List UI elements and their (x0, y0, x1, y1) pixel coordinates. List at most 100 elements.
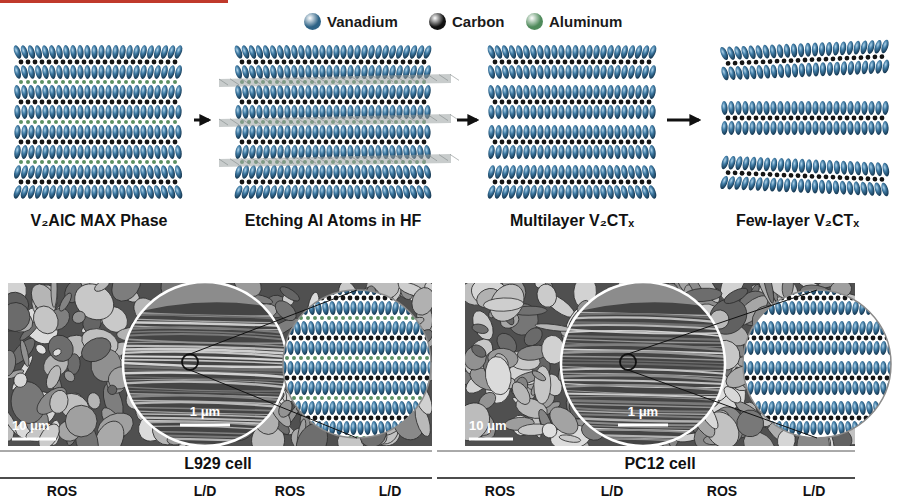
vanadium-atom (312, 45, 319, 59)
vanadium-atom (868, 162, 876, 177)
carbon-atom (824, 116, 829, 121)
carbon-atom (789, 58, 794, 63)
vanadium-atom (70, 165, 77, 179)
vanadium-atom (234, 64, 244, 79)
hf-sheet (274, 118, 283, 124)
vanadium-atom (649, 105, 656, 119)
vanadium-atom (579, 85, 585, 99)
hf-sheet (285, 78, 294, 84)
vanadium-atom (854, 101, 861, 115)
vanadium-atom (153, 44, 163, 59)
vanadium-atom (565, 145, 571, 159)
carbon-atom (401, 140, 406, 145)
carbon-atom (837, 56, 842, 61)
vanadium-atom (84, 65, 91, 79)
vanadium-atom (333, 165, 339, 179)
vanadium-atom (396, 85, 404, 100)
carbon-atom (247, 60, 252, 65)
carbon-atom (131, 140, 136, 145)
vanadium-atom (868, 101, 875, 115)
hf-sheet (362, 76, 371, 82)
vanadium-atom (529, 185, 538, 200)
hf-sheet (241, 159, 250, 165)
aluminum-atom (131, 120, 135, 124)
vanadium-atom (515, 44, 524, 59)
vanadium-atom (530, 105, 537, 119)
vanadium-atom (77, 165, 84, 179)
carbon-atom (549, 140, 554, 145)
vanadium-atom (284, 165, 292, 180)
carbon-atom (324, 60, 329, 65)
carbon-atom (40, 140, 45, 145)
vanadium-atom (34, 165, 43, 180)
carbon-atom (612, 140, 617, 145)
vanadium-atom (551, 85, 558, 99)
vanadium-atom (635, 85, 643, 100)
carbon-atom (138, 60, 143, 65)
carbon-atom (352, 100, 357, 105)
vanadium-atom (648, 164, 658, 179)
carbon-atom (359, 140, 364, 145)
vanadium-atom (784, 63, 792, 78)
vanadium-atom (586, 185, 593, 199)
vanadium-atom (319, 185, 326, 199)
vanadium-atom (866, 181, 875, 196)
hf-sheet (351, 116, 360, 122)
vanadium-atom (63, 65, 71, 80)
vanadium-atom (63, 105, 69, 119)
vanadium-atom (812, 121, 818, 135)
carbon-atom (640, 180, 645, 185)
carbon-atom (612, 180, 617, 185)
carbon-atom (726, 170, 731, 175)
carbon-atom (166, 100, 171, 105)
vanadium-atom (551, 45, 558, 59)
vanadium-atom (105, 45, 112, 59)
vanadium-atom (70, 125, 76, 139)
aluminum-atom (152, 160, 156, 164)
vanadium-atom (647, 184, 658, 199)
vanadium-atom (422, 184, 433, 199)
carbon-atom (289, 140, 294, 145)
hf-sheet (329, 157, 338, 163)
vanadium-atom (146, 65, 155, 80)
vanadium-atom (749, 156, 758, 171)
carbon-atom (310, 60, 315, 65)
carbon-atom (782, 116, 787, 121)
vanadium-atom (628, 125, 635, 139)
carbon-atom (584, 140, 589, 145)
sem-micrograph (77, 333, 115, 367)
vanadium-atom (819, 180, 826, 194)
vanadium-atom (298, 185, 306, 200)
vanadium-atom (606, 185, 615, 200)
vanadium-atom (13, 64, 23, 79)
carbon-atom (872, 54, 877, 59)
vanadium-atom (35, 85, 43, 100)
carbon-atom (103, 60, 108, 65)
vanadium-atom (277, 125, 284, 139)
vanadium-atom (770, 101, 777, 115)
carbon-atom (352, 60, 357, 65)
vanadium-atom (98, 185, 104, 199)
hf-sheet (230, 79, 239, 85)
vanadium-atom (861, 101, 868, 115)
vanadium-atom (361, 85, 368, 99)
vanadium-atom (756, 157, 765, 172)
vanadium-atom (740, 176, 750, 191)
carbon-atom (633, 180, 638, 185)
carbon-atom (145, 140, 150, 145)
hf-sheet (329, 117, 338, 123)
vanadium-atom (146, 184, 155, 199)
vanadium-atom (262, 44, 272, 59)
vanadium-atom (502, 145, 510, 160)
vanadium-atom (255, 184, 265, 199)
vanadium-atom (833, 160, 840, 174)
vanadium-atom (754, 44, 764, 59)
aluminum-atom (159, 160, 163, 164)
vanadium-atom (126, 125, 132, 139)
accent-bar (0, 0, 228, 3)
aluminum-atom (152, 120, 156, 124)
vanadium-atom (613, 165, 621, 180)
carbon-atom (493, 100, 498, 105)
sem-micrograph (34, 342, 48, 356)
carbon-atom (296, 180, 301, 185)
